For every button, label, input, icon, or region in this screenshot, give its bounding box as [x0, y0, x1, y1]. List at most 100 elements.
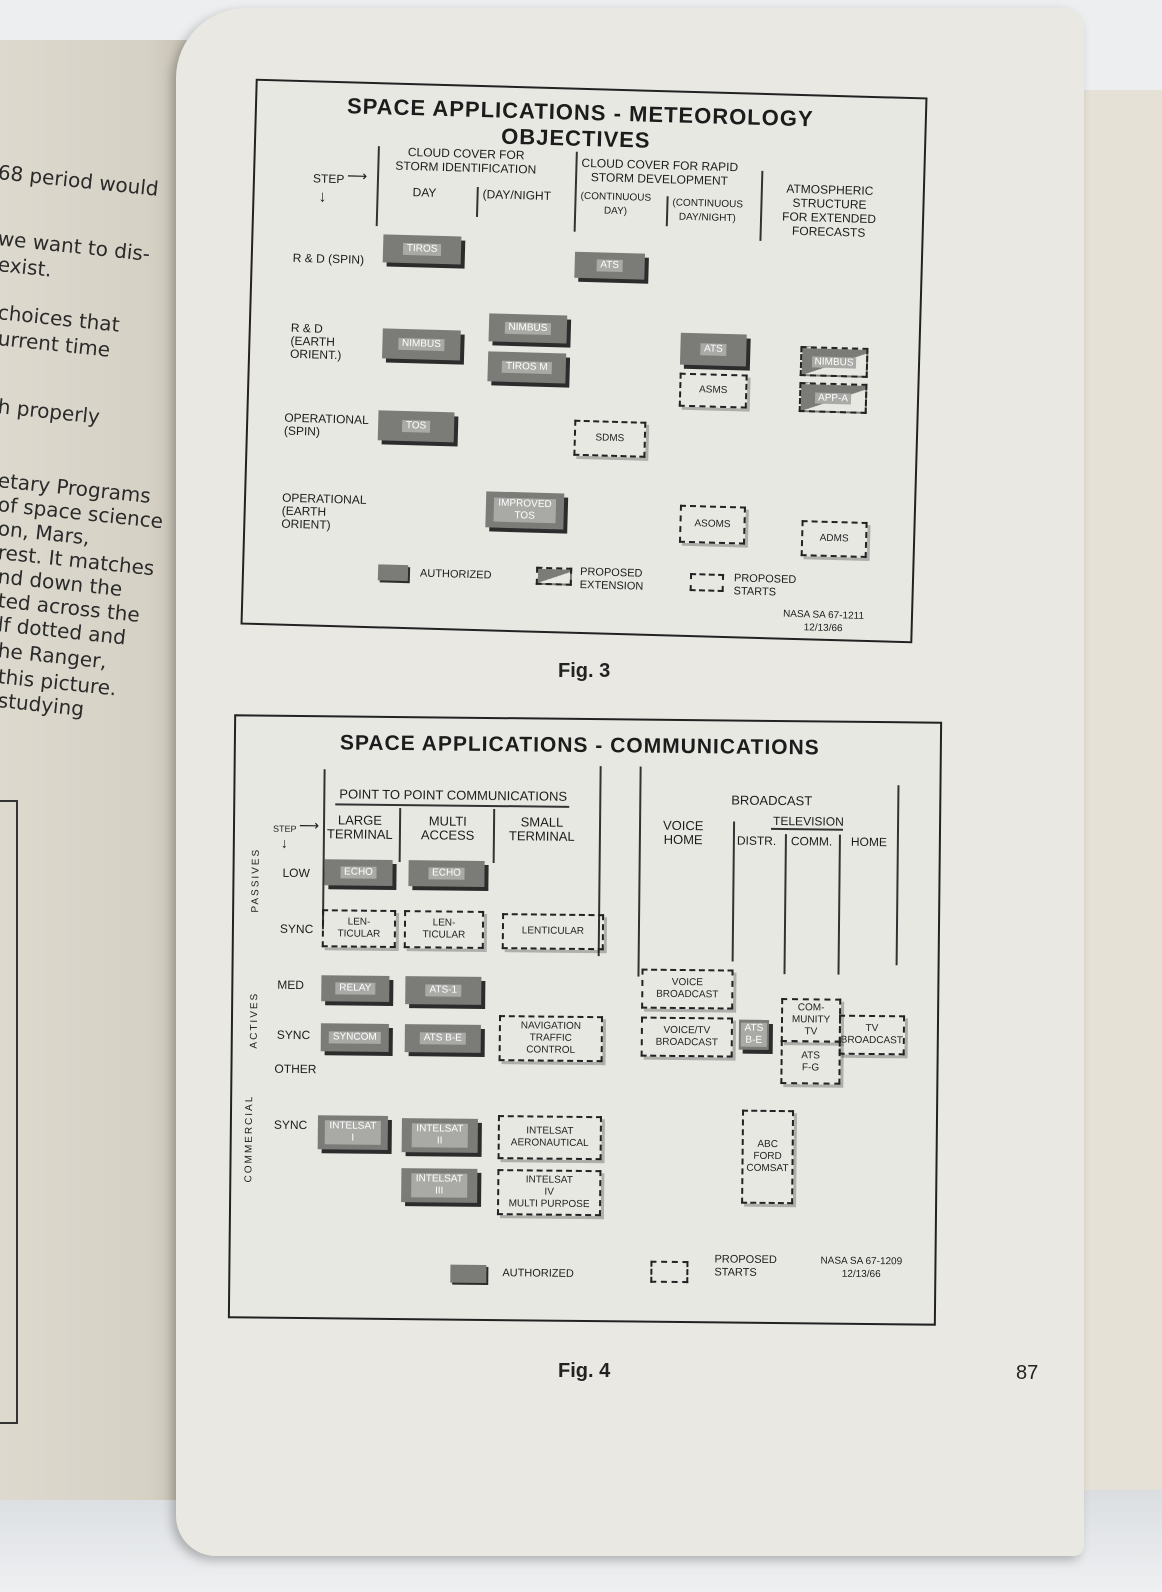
ats-f-g-box: ATS F-G: [780, 1040, 841, 1085]
ats-b-e-small-box: ATS B-E: [738, 1019, 770, 1050]
left-line: exist.: [0, 252, 53, 282]
echo-box: ECHO: [324, 859, 393, 886]
divider: [783, 834, 787, 975]
col-multi-access: MULTI ACCESS: [420, 813, 475, 843]
col-distr: DISTR.: [736, 833, 777, 848]
asms-box: ASMS: [678, 372, 748, 409]
broadcast-header: BROADCAST: [731, 792, 813, 809]
legend-starts: PROPOSED STARTS: [733, 572, 797, 599]
asoms-box: ASOMS: [678, 504, 746, 545]
figure-3-meteorology: SPACE APPLICATIONS - METEOROLOGY OBJECTI…: [240, 78, 928, 644]
nimbus-extension-box: NIMBUS: [799, 346, 869, 378]
ats-1-box: ATS-1: [405, 976, 482, 1005]
tiros-m-box: TIROS M: [487, 351, 567, 384]
right-page-stack: [1080, 90, 1162, 1490]
app-a-extension-box: APP-A: [798, 382, 868, 414]
figure-reference: NASA SA 67-1211 12/13/66: [782, 608, 865, 635]
legend-authorized-swatch: [450, 1264, 487, 1283]
adms-box: ADMS: [800, 520, 868, 558]
col-large-terminal: LARGE TERMINAL: [326, 812, 393, 842]
community-tv-box: COM- MUNITY TV: [780, 998, 842, 1043]
col-atmospheric: ATMOSPHERIC STRUCTURE FOR EXTENDED FOREC…: [781, 181, 877, 240]
intelsat-3-box: INTELSAT III: [401, 1168, 478, 1203]
divider: [665, 196, 669, 227]
fig3-caption: Fig. 3: [558, 660, 611, 682]
main-page: SPACE APPLICATIONS - METEOROLOGY OBJECTI…: [176, 8, 1084, 1556]
legend-extension-swatch: [535, 566, 573, 586]
row-sync: SYNC: [273, 1117, 308, 1133]
figure-4-communications: SPACE APPLICATIONS - COMMUNICATIONS POIN…: [227, 714, 943, 1326]
arrow-right-icon: ⟶: [298, 816, 320, 834]
col-voice-home: VOICE HOME: [662, 817, 704, 848]
lenticular-box: LEN- TICULAR: [403, 910, 485, 949]
intelsat-2-box: INTELSAT II: [401, 1118, 478, 1153]
col-continuous-day-night: (CONTINUOUS DAY/NIGHT): [672, 197, 744, 225]
abc-ford-comsat-box: ABC FORD COMSAT: [741, 1109, 795, 1205]
page-number: 87: [1016, 1362, 1039, 1384]
intelsat-1-box: INTELSAT I: [317, 1115, 388, 1150]
row-med: MED: [277, 977, 305, 993]
col-day: DAY: [412, 185, 437, 200]
legend-authorized: AUTHORIZED: [419, 567, 492, 582]
arrow-down-icon: ↓: [318, 188, 327, 206]
step-label: STEP: [312, 171, 345, 187]
left-line: h properly: [0, 394, 102, 429]
divider: [398, 808, 401, 863]
divider: [375, 146, 380, 227]
row-rd-earth: R & D (EARTH ORIENT.): [289, 320, 342, 363]
col-comm: COMM.: [790, 834, 833, 849]
passives-label: PASSIVES: [250, 847, 262, 913]
fig4-caption: Fig. 4: [558, 1360, 611, 1382]
tiros-box: TIROS: [382, 234, 462, 265]
col-cloud-cover: CLOUD COVER FOR STORM IDENTIFICATION: [395, 145, 537, 177]
echo-box: ECHO: [408, 860, 485, 887]
lenticular-box: LENTICULAR: [501, 913, 605, 951]
left-line: 68 period would: [0, 160, 160, 201]
voice-tv-broadcast-box: VOICE/TV BROADCAST: [640, 1016, 734, 1058]
row-other: OTHER: [274, 1061, 317, 1077]
legend-extension: PROPOSED EXTENSION: [579, 565, 644, 593]
ats-b-e-box: ATS B-E: [404, 1024, 481, 1053]
nimbus-box: NIMBUS: [488, 313, 568, 344]
row-low: LOW: [282, 865, 310, 881]
navigation-box: NAVIGATION TRAFFIC CONTROL: [498, 1015, 604, 1063]
row-sync: SYNC: [279, 921, 314, 937]
nimbus-box: NIMBUS: [381, 328, 461, 361]
tv-broadcast-box: TV BROADCAST: [838, 1014, 906, 1056]
divider: [759, 170, 763, 241]
left-figure-frame: [0, 800, 18, 1424]
row-op-earth: OPERATIONAL (EARTH ORIENT): [281, 490, 367, 532]
fig4-title: SPACE APPLICATIONS - COMMUNICATIONS: [339, 731, 820, 760]
ats-box: ATS: [679, 332, 747, 367]
p2p-header: POINT TO POINT COMMUNICATIONS: [339, 786, 568, 804]
ats-box: ATS: [574, 251, 646, 280]
divider: [321, 769, 326, 930]
divider: [637, 766, 642, 977]
relay-box: RELAY: [321, 975, 390, 1002]
col-rapid: CLOUD COVER FOR RAPID STORM DEVELOPMENT: [581, 155, 739, 188]
commercial-label: COMMERCIAL: [243, 1094, 256, 1183]
col-home: HOME: [850, 834, 887, 850]
divider: [895, 785, 899, 966]
sdms-box: SDMS: [573, 419, 647, 458]
divider: [573, 151, 578, 232]
col-continuous-day: (CONTINUOUS DAY): [580, 190, 652, 218]
legend-authorized: AUTHORIZED: [502, 1267, 574, 1280]
intelsat-aeronautical-box: INTELSAT AERONAUTICAL: [497, 1115, 602, 1161]
figure-reference: NASA SA 67-1209 12/13/66: [820, 1255, 903, 1281]
divider: [731, 821, 735, 962]
legend-starts-swatch: [689, 573, 725, 592]
col-day-night: (DAY/NIGHT: [482, 187, 552, 204]
actives-label: ACTIVES: [248, 991, 261, 1049]
arrow-down-icon: ↓: [280, 834, 288, 851]
arrow-right-icon: ⟶: [346, 167, 368, 184]
divider: [837, 834, 841, 975]
legend-starts-swatch: [650, 1260, 689, 1284]
row-sync: SYNC: [276, 1027, 311, 1043]
intelsat-4-box: INTELSAT IV MULTI PURPOSE: [496, 1169, 602, 1217]
voice-broadcast-box: VOICE BROADCAST: [641, 968, 734, 1010]
lenticular-box: LEN- TICULAR: [321, 909, 397, 949]
underline: [335, 803, 570, 808]
television-header: TELEVISION: [773, 813, 844, 829]
divider: [492, 809, 495, 864]
